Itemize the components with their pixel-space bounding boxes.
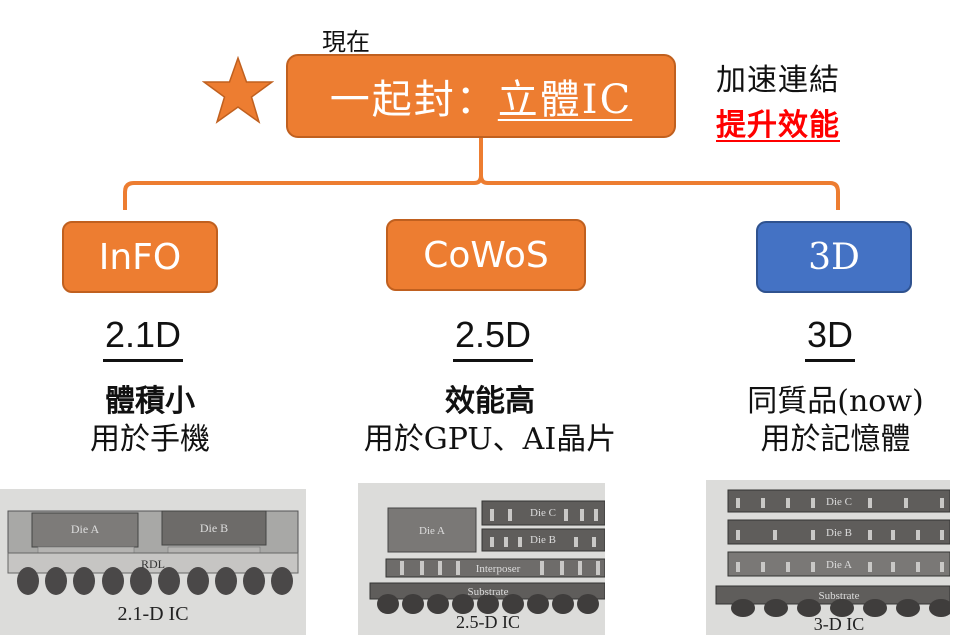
figure-label: Die A (826, 559, 852, 571)
branch-node-3d: 3D (756, 221, 912, 293)
branch-label: InFO (98, 236, 182, 278)
star-icon (202, 56, 274, 124)
figure-caption: 2.5-D IC (456, 612, 520, 632)
dimension-label: 2.1D (88, 314, 198, 362)
figure-caption: 2.1-D IC (117, 603, 188, 625)
dimension-label: 2.5D (438, 314, 548, 362)
description-line: 體積小 (105, 384, 195, 419)
side-note-line1: 加速連結 (716, 63, 840, 98)
branch-node-info: InFO (62, 221, 218, 293)
branch-description: 同質品(now) 用於記憶體 (700, 383, 971, 459)
dimension-label: 3D (780, 314, 880, 362)
figure-caption: 3-D IC (814, 614, 865, 634)
figure-label: Die C (826, 496, 852, 508)
figure-label: Interposer (476, 563, 521, 575)
figure-label: RDL (141, 557, 165, 571)
figure-label: Substrate (468, 586, 509, 598)
figure-2-1d-ic: Die A Die B RDL 2.1-D IC (0, 489, 306, 635)
branch-description: 體積小 用於手機 (40, 383, 260, 459)
figure-2-5d-ic: Die A Die C Die B Interposer Substrate 2… (358, 483, 605, 635)
description-line: 用於手機 (90, 422, 210, 457)
now-label: 現在 (322, 28, 370, 56)
figure-label: Die B (530, 534, 556, 546)
description-line: 用於記憶體 (760, 422, 911, 457)
description-line: 同質品(now) (747, 384, 924, 419)
figure-label: Substrate (819, 590, 860, 602)
branch-label: 3D (808, 236, 860, 278)
description-line: 用於GPU、AI晶片 (363, 422, 617, 457)
branch-description: 效能高 用於GPU、AI晶片 (330, 383, 650, 459)
dimension-text: 2.1D (102, 314, 184, 362)
figure-label: Die B (200, 521, 228, 535)
root-node-highlight: 立體IC (497, 77, 633, 123)
root-node: 一起封： 立體IC (286, 54, 676, 138)
side-note-line2: 提升效能 (716, 108, 840, 143)
branch-node-cowos: CoWoS (386, 219, 586, 291)
dimension-text: 3D (804, 314, 856, 362)
root-node-prefix: 一起封： (329, 77, 498, 123)
figure-label: Die A (71, 522, 100, 536)
figure-label: Die A (419, 525, 445, 537)
description-line: 效能高 (445, 384, 535, 419)
dimension-text: 2.5D (452, 314, 534, 362)
figure-label: Die B (826, 527, 852, 539)
figure-3d-ic: Die C Die B Die A Substrate 3-D IC (706, 480, 950, 635)
figure-label: Die C (530, 507, 556, 519)
branch-label: CoWoS (423, 234, 549, 276)
